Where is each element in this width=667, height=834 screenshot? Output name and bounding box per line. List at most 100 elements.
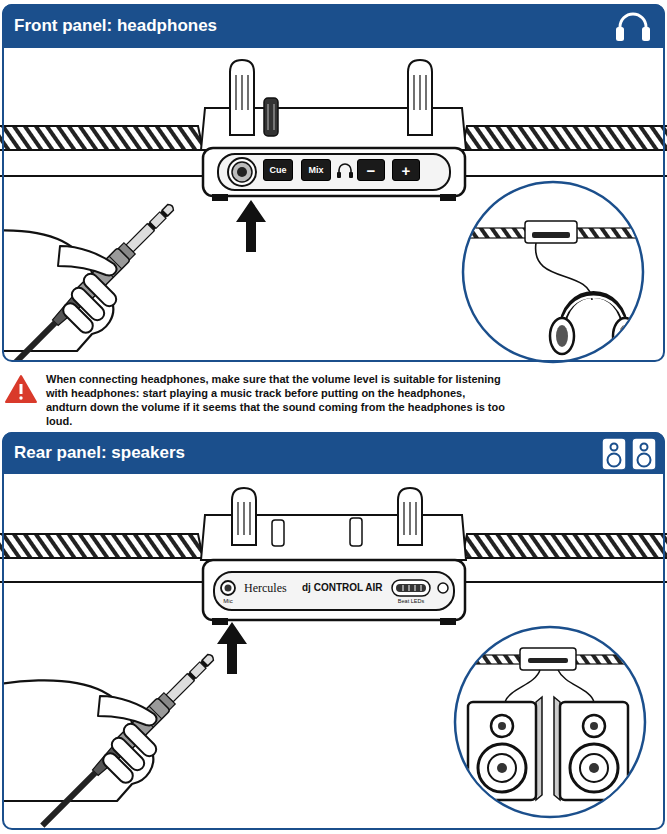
speakers-inset-part-part [520,648,576,670]
controller-front-part [274,104,275,130]
speakers-inset-part-part [589,763,599,773]
controller-rear-part [462,534,667,558]
warning-icon-part [20,384,23,394]
controller-front-part [228,158,256,186]
section-panel: Front panel: headphonesCue Mix − + [2,4,665,362]
controller-front-part [408,60,432,135]
controller-front-part [218,154,450,190]
headphones-inset-part [455,221,651,354]
controller-rear-part [214,572,454,610]
controller-rear-part [421,585,422,591]
controller-rear-part [438,583,448,593]
speakers-inset-part-part [580,754,608,782]
controller-rear-part [396,584,426,592]
controller-front-part [337,172,341,178]
speakers-inset-part-part [505,670,540,702]
controller-rear-part [225,585,232,592]
button-label: Mix [308,166,323,175]
insert-arrow [217,622,247,674]
speakers-inset-part [450,648,650,800]
controller-front-part [247,75,248,110]
controller-front-part [440,194,456,201]
controller-front-part [264,98,278,136]
controller-front-part [212,194,228,201]
controller-rear-part [0,534,203,558]
warning-icon-part [19,396,22,399]
headphones-inset-part [463,182,643,362]
controller-rear-part [403,502,404,535]
controller-rear-part [203,560,465,620]
warning-icon [6,376,36,402]
headphones-inset-part-part [536,243,592,300]
product-logo: dj CONTROL AIR [302,582,390,594]
section-heading: Front panel: headphones [14,16,217,36]
speakers-inset-part-part [528,658,568,663]
warning-note: When connecting headphones, make sure th… [46,372,508,428]
insert-arrow [236,200,266,252]
controller-rear-part [221,581,235,595]
controller-front-part [0,126,203,150]
speakers-inset-part-part [560,702,628,800]
controller-rear-part [249,502,250,535]
speakers-inset-part-part [491,715,513,737]
headphones-inset-part-part [532,232,570,238]
controller-rear [0,488,667,625]
speakers-inset-part-part [590,722,598,730]
warning-icon-part [6,376,36,402]
headphones-inset-part-part [613,318,637,354]
controller-rear-part [409,585,410,591]
speakers-inset-part-part [478,744,526,792]
headphones-inset-part-part [550,318,574,354]
speakers-inset [450,627,650,817]
port-label: Mic [216,598,240,605]
controller-front-part [203,148,465,196]
speakers-inset-part [455,627,645,817]
controller-rear-part [415,502,416,535]
speakers-inset-part-part [497,763,507,773]
controller-front-part [425,75,426,110]
controller-front-part [230,60,254,135]
controller-rear-part [237,502,238,535]
controller-rear-part [350,518,362,546]
controller-rear-part [440,618,456,625]
headphones-inset-part-part [525,221,577,243]
controller-front-part [419,75,420,110]
controller-rear-part [212,618,228,625]
section-heading: Rear panel: speakers [14,443,185,463]
header-band: Front panel: headphones [2,4,665,48]
controller-front-part [235,75,236,110]
controller-rear-part [409,502,410,535]
controller-rear-part [232,488,256,545]
controller-front-part [237,167,247,177]
controller-rear-part [403,585,404,591]
button-label: − [367,163,376,178]
speakers-inset-part-part [570,744,618,792]
speakers-inset-part-part [583,715,605,737]
controller-front-part [232,162,252,182]
controller-front-part [462,126,667,150]
button-label: + [402,163,411,178]
headphones-inset [455,182,651,362]
controller-rear-part [272,520,284,546]
button-label: Cue [269,166,286,175]
controller-rear-part [392,580,430,596]
controller-front-part [413,75,414,110]
controller-front [0,60,667,201]
controller-front-part [241,75,242,110]
brand-logo: Hercules [244,581,300,595]
controller-rear-part [398,488,422,545]
hand-with-plug-part [2,650,218,828]
control-button: Mix [301,159,331,181]
hand-with-plug [2,650,218,828]
headphones-inset-part-part [556,325,568,347]
speakers-inset-part-part [468,702,536,800]
controller-rear-part [415,585,416,591]
speakers-inset-part-part [488,754,516,782]
header-band: Rear panel: speakers [2,432,665,474]
speakers-inset-part-part [558,670,594,702]
controller-rear-part [243,502,244,535]
controller-front-part [349,172,353,178]
